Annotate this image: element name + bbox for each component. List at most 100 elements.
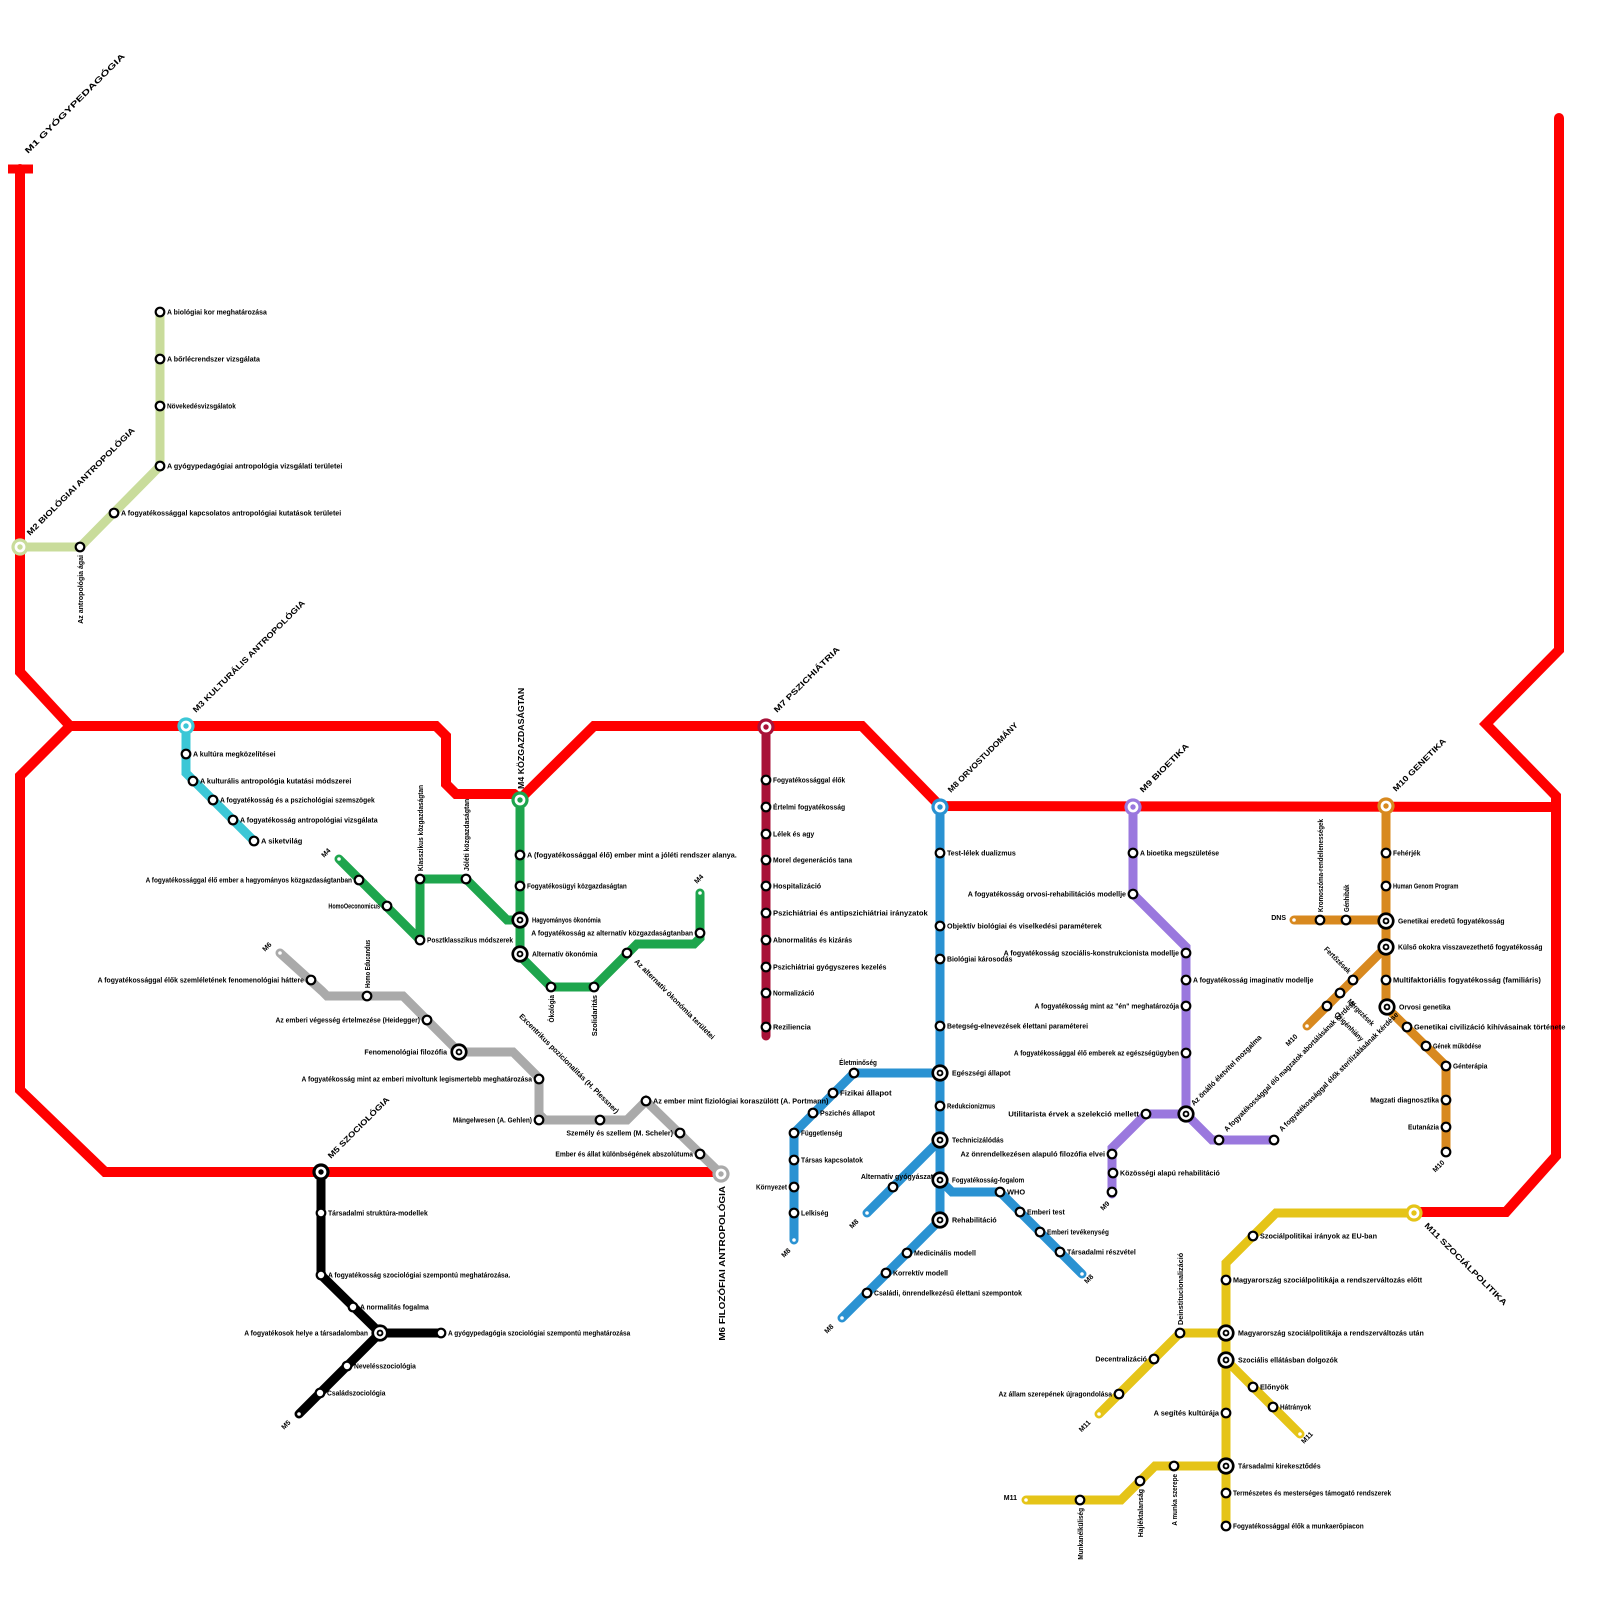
station-dot — [1220, 1487, 1232, 1499]
station-kozgazdasagtan-1 — [514, 849, 526, 861]
station-label: Genetikai civilizáció kihívásainak törté… — [1414, 1023, 1565, 1032]
station-dot — [1134, 1475, 1146, 1487]
station-label: Egészségi állapot — [952, 1069, 1011, 1078]
station-dot — [315, 1269, 327, 1281]
station-label: Fogyatékosság-fogalom — [952, 1176, 1025, 1185]
station-pszichiatria-0 — [757, 718, 775, 736]
station-label: Klasszikus közgazdaságtan — [416, 785, 425, 871]
station-label: Deinstitucionalizáció — [1176, 1252, 1185, 1325]
station-label: Az emberi végesség értelmezése (Heidegge… — [276, 1016, 421, 1025]
station-pszichiatria-10 — [760, 1021, 772, 1033]
station-orvostudomany-11 — [788, 1181, 800, 1193]
station-orvostudomany-13 — [934, 1100, 946, 1112]
station-dot — [1148, 1353, 1160, 1365]
station-dot — [341, 1360, 353, 1372]
line-kozgazdasagtan-path-0 — [515, 795, 705, 992]
line-bioetika-endpoint-label-0: M9 — [1100, 1200, 1112, 1212]
station-label: Fenomenológiai filozófia — [364, 1048, 447, 1057]
station-filozofiai-antropologia-4 — [533, 1073, 545, 1085]
station-dot — [1220, 1274, 1232, 1286]
station-dot — [934, 1100, 946, 1112]
station-kozgazdasagtan-3 — [511, 911, 529, 929]
station-dot — [760, 907, 772, 919]
station-label: Korrektív modell — [893, 1269, 948, 1278]
hub-core — [718, 1171, 724, 1177]
station-orvostudomany-2 — [934, 920, 946, 932]
station-szociologia-0 — [312, 1163, 330, 1181]
station-dot — [347, 1301, 359, 1313]
station-label: Környezet — [756, 1183, 787, 1192]
station-label: Alternatív ökonómia — [532, 950, 598, 959]
station-dot — [994, 1186, 1006, 1198]
station-orvostudomany-0 — [931, 798, 949, 816]
station-dot — [594, 1114, 606, 1126]
station-dot — [760, 1021, 772, 1033]
station-dot — [533, 1114, 545, 1126]
station-pszichiatria-3 — [760, 828, 772, 840]
station-szocialpolitika-3 — [1217, 1324, 1235, 1342]
interchange-core — [1385, 1005, 1389, 1009]
station-kozgazdasagtan-6 — [588, 981, 600, 993]
line-szociologia-endpoint-label-0: M5 — [281, 1419, 293, 1431]
station-genetika-12 — [1401, 1021, 1413, 1033]
interchange-core — [1224, 1358, 1228, 1362]
station-label: A munka szerepe — [1170, 1474, 1179, 1526]
station-kozgazdasagtan-4 — [511, 945, 529, 963]
station-label: Technicizálódás — [952, 1136, 1004, 1145]
station-dot — [861, 1287, 873, 1299]
station-label: A bőrlécrendszer vizsgálata — [167, 355, 261, 364]
station-label: A fogyatékossággal élők szemléletének fe… — [98, 976, 304, 985]
station-filozofiai-antropologia-2 — [421, 1014, 433, 1026]
station-pszichiatria-4 — [760, 854, 772, 866]
station-dot — [1267, 1401, 1279, 1413]
line-genetika-endpoint-label-1: M10 — [1285, 1033, 1300, 1048]
station-dot — [1054, 1246, 1066, 1258]
line-orvostudomany-endcap-dot — [865, 1211, 869, 1215]
station-label: Fogyatékosügyi közgazdaságtan — [527, 882, 627, 891]
station-dot — [353, 874, 365, 886]
station-dot — [848, 1067, 860, 1079]
station-szocialpolitika-13 — [1220, 1520, 1232, 1532]
line-filozofiai-antropologia-endcap-dot — [278, 951, 282, 955]
station-dot — [74, 541, 86, 553]
line-szocialpolitika-path-0 — [1221, 1208, 1419, 1531]
station-dot — [1106, 1148, 1118, 1160]
station-szocialpolitika-6 — [1148, 1353, 1160, 1365]
hub-core — [937, 804, 943, 810]
station-dot — [1440, 1094, 1452, 1106]
station-filozofiai-antropologia-7 — [640, 1095, 652, 1107]
station-label: A gyógypedagógiai antropológia vizsgálat… — [167, 462, 342, 471]
station-label: Multifaktoriális fogyatékosság (familiár… — [1393, 976, 1541, 985]
line-szocialpolitika-endcap-dot — [1024, 1498, 1028, 1502]
station-orvostudomany-4 — [934, 1020, 946, 1032]
station-label: Genetikai eredetű fogyatékosság — [1398, 917, 1505, 926]
line-title-filozofiai-antropologia: M6 FILOZÓFIAI ANTROPOLÓGIA — [718, 1186, 727, 1341]
station-biologiai-antropologia-5 — [154, 353, 166, 365]
line-szocialpolitika-path-1 — [1094, 1328, 1231, 1419]
station-bioetika-6 — [1180, 1047, 1192, 1059]
station-label: Az állam szerepének újragondolása — [999, 1390, 1113, 1399]
station-label: Excentrikus pozicionalitás (H. Plessner) — [517, 1012, 621, 1116]
station-label: Pszichiátriai és antipszichiátriai irány… — [773, 909, 929, 918]
interchange-core — [1224, 1331, 1228, 1335]
station-filozofiai-antropologia-9 — [694, 1148, 706, 1160]
interchange-core — [938, 1178, 942, 1182]
station-label: Decentralizáció — [1095, 1355, 1147, 1364]
station-dot — [361, 990, 373, 1002]
station-label: HomoOeconomicus — [328, 902, 380, 911]
station-dot — [514, 880, 526, 892]
station-label: Human Genom Program — [1393, 882, 1459, 891]
station-orvostudomany-14 — [931, 1131, 949, 1149]
station-bioetika-3 — [1180, 947, 1192, 959]
station-label: Reziliencia — [773, 1023, 812, 1032]
station-label: Génterápia — [1453, 1062, 1488, 1071]
line-orvostudomany-endpoint-label-0: M8 — [781, 1247, 793, 1259]
station-dot — [421, 1014, 433, 1026]
station-szociologia-6 — [341, 1360, 353, 1372]
line-orvostudomany-endpoint-label-2: M8 — [1083, 1274, 1095, 1286]
station-label: Magyarország szociálpolitikája a rendsze… — [1238, 1329, 1424, 1338]
line-genetika-path-2 — [1302, 942, 1391, 1031]
line-szocialpolitika-path-3 — [1021, 1461, 1231, 1505]
station-label: Társadalmi részvétel — [1067, 1248, 1136, 1257]
station-label: Emberi test — [1027, 1208, 1065, 1217]
